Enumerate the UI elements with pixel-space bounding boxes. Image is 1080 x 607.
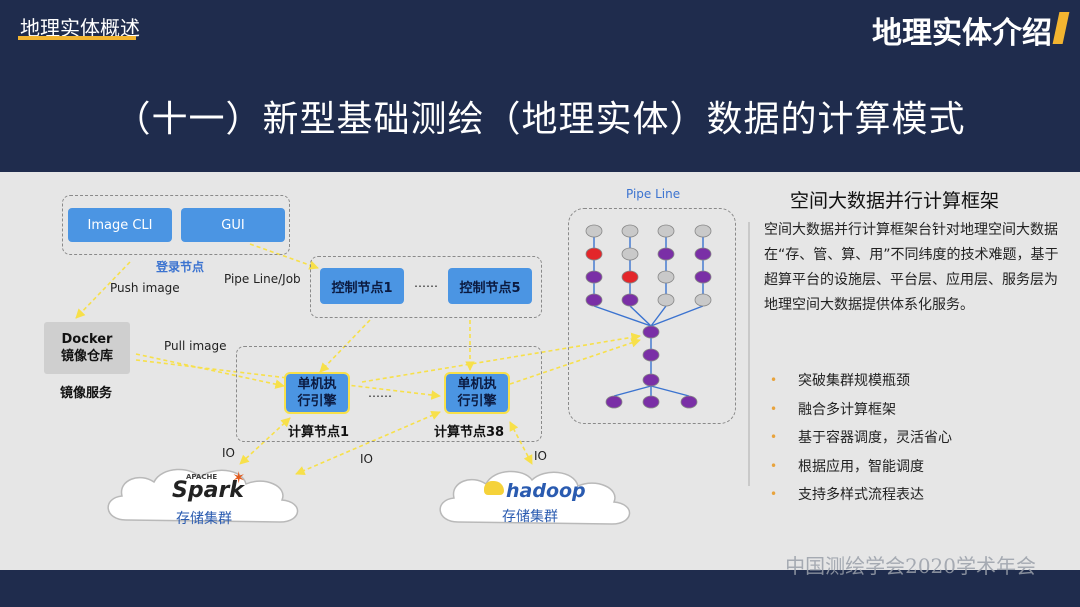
feature-text: 基于容器调度，灵活省心: [798, 430, 952, 447]
dag-node: [642, 395, 660, 409]
spark-small-label: APACHE: [186, 473, 218, 481]
bullet-icon: •: [770, 487, 778, 502]
footer-band: [0, 570, 1080, 607]
panel-description: 空间大数据并行计算框架台针对地理空间大数据在“存、管、算、用”不同纬度的技术难题…: [764, 222, 1059, 313]
gui-button[interactable]: GUI: [181, 208, 285, 242]
dag-node: [642, 348, 660, 362]
dag-node: [585, 224, 603, 238]
dag-node: [694, 293, 712, 307]
compute-node-group: [236, 346, 542, 442]
hadoop-storage-caption: 存储集群: [502, 509, 558, 525]
spark-logo: Spark: [172, 478, 244, 503]
feature-text: 根据应用，智能调度: [798, 458, 924, 475]
dag-node: [621, 247, 639, 261]
feature-item: • 突破集群规模瓶颈: [770, 366, 952, 395]
dag-node: [642, 325, 660, 339]
dag-node: [694, 270, 712, 284]
compute-engine-38[interactable]: 单机执 行引擎: [444, 372, 510, 414]
pipeline-title: Pipe Line: [626, 187, 681, 201]
pipeline-job-label: Pipe Line/Job: [224, 272, 301, 286]
login-node-group: [62, 195, 290, 255]
control-node-group: [310, 256, 542, 318]
feature-item: • 融合多计算框架: [770, 395, 952, 424]
engine-1-line1: 单机执: [297, 377, 337, 392]
dag-node: [621, 224, 639, 238]
conference-watermark: 中国测绘学会2020学术年会: [785, 554, 1036, 578]
dag-edge: [650, 305, 667, 327]
docker-caption: 镜像服务: [60, 386, 113, 401]
bullet-icon: •: [770, 401, 778, 416]
feature-item: • 支持多样式流程表达: [770, 480, 952, 509]
docker-registry[interactable]: Docker 镜像仓库: [44, 322, 130, 374]
dag-node: [585, 270, 603, 284]
dag-edge: [593, 305, 652, 327]
dag-node: [642, 373, 660, 387]
dag-node: [605, 395, 623, 409]
io-label-3: IO: [534, 449, 547, 463]
bullet-icon: •: [770, 430, 778, 445]
spark-storage-caption: 存储集群: [176, 511, 232, 527]
feature-text: 融合多计算框架: [798, 401, 896, 418]
dag-node: [585, 293, 603, 307]
panel-title: 空间大数据并行计算框架: [790, 190, 1000, 212]
pipeline-group: [568, 208, 736, 424]
feature-text: 突破集群规模瓶颈: [798, 373, 910, 390]
dag-node: [585, 247, 603, 261]
page-title: （十一）新型基础测绘（地理实体）数据的计算模式: [114, 99, 966, 140]
io-label-2: IO: [360, 452, 373, 466]
bullet-icon: •: [770, 373, 778, 388]
corner-title: 地理实体介绍: [872, 16, 1052, 51]
compute-node-38-caption: 计算节点38: [434, 425, 505, 440]
spark-cloud: [107, 468, 299, 523]
feature-item: • 根据应用，智能调度: [770, 452, 952, 481]
feature-list: • 突破集群规模瓶颈 • 融合多计算框架 • 基于容器调度，灵活省心 • 根据应用，智能…: [770, 366, 952, 509]
docker-line1: Docker: [61, 332, 113, 347]
dag-node: [680, 395, 698, 409]
dag-node: [657, 293, 675, 307]
engine-38-line1: 单机执: [457, 377, 497, 392]
dag-node: [694, 247, 712, 261]
hadoop-logo: hadoop: [506, 480, 586, 502]
panel-divider: [748, 222, 750, 486]
pull-image-label: Pull image: [164, 339, 227, 353]
io-label-1: IO: [222, 446, 235, 460]
dag-edge: [613, 385, 652, 397]
dag-node: [657, 270, 675, 284]
spark-star-icon: ✶: [232, 468, 246, 487]
dag-node: [694, 224, 712, 238]
header-band: [0, 0, 1080, 172]
login-node-caption: 登录节点: [156, 260, 205, 274]
image-cli-button[interactable]: Image CLI: [68, 208, 172, 242]
compute-node-1-caption: 计算节点1: [288, 425, 350, 440]
hadoop-elephant-icon: [484, 481, 504, 495]
feature-item: • 基于容器调度，灵活省心: [770, 423, 952, 452]
section-underline: [18, 36, 136, 40]
control-node-5[interactable]: 控制节点5: [448, 268, 532, 304]
dag-node: [621, 293, 639, 307]
docker-line2: 镜像仓库: [60, 349, 113, 364]
compute-ellipsis: ……: [368, 386, 392, 400]
dag-edge: [650, 385, 690, 397]
dag-edge: [650, 305, 704, 327]
dag-node: [621, 270, 639, 284]
control-node-ellipsis: ……: [414, 276, 438, 290]
control-node-1[interactable]: 控制节点1: [320, 268, 404, 304]
push-image-label: Push image: [110, 281, 180, 295]
engine-38-line2: 行引擎: [457, 394, 497, 409]
compute-engine-1[interactable]: 单机执 行引擎: [284, 372, 350, 414]
dag-edge: [629, 305, 652, 327]
engine-1-line2: 行引擎: [297, 394, 337, 409]
bullet-icon: •: [770, 458, 778, 473]
feature-text: 支持多样式流程表达: [798, 487, 924, 504]
dag-node: [657, 224, 675, 238]
dag-node: [657, 247, 675, 261]
